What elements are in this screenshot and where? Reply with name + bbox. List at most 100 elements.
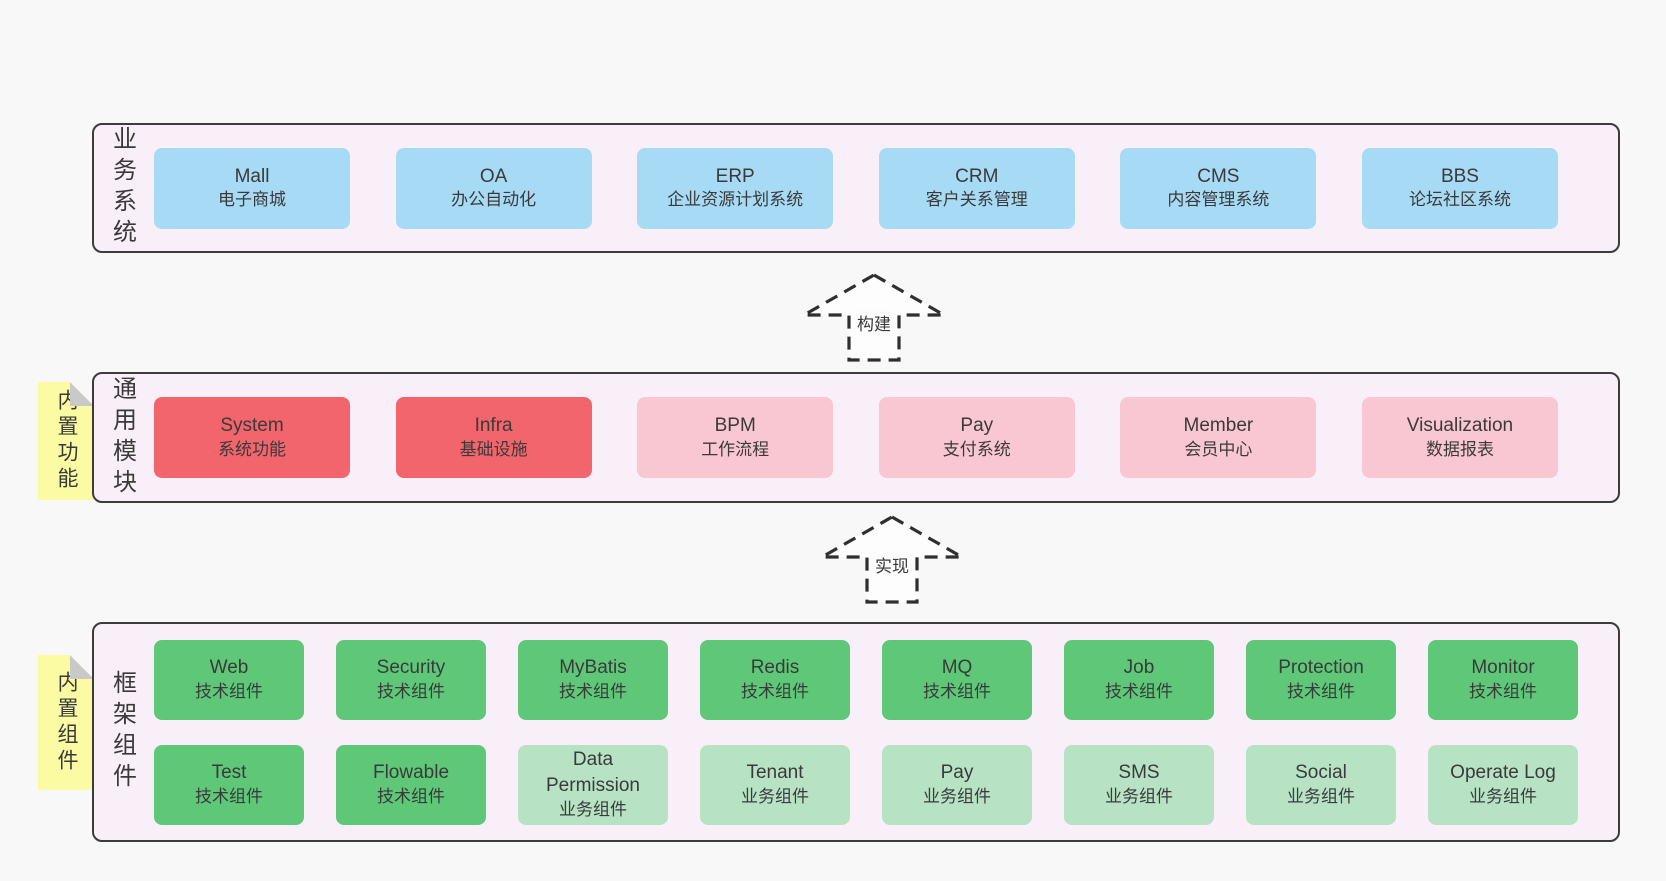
box-subtitle: 会员中心 [1184,439,1253,459]
note-built-in-components-label: 内置组件 [55,670,78,775]
box-protection: Protection 技术组件 [1246,639,1396,720]
box-title: MyBatis [559,657,627,679]
business-systems-row: Mall 电子商城 OA 办公自动化 ERP 企业资源计划系统 CRM 客户关系… [154,147,1558,229]
box-title: MQ [941,657,973,679]
arrow-implement: 实现 [818,515,966,605]
box-subtitle: 企业资源计划系统 [667,190,804,210]
box-pay: Pay 支付系统 [878,397,1075,478]
box-infra: Infra 基础设施 [395,397,592,478]
box-system: System 系统功能 [154,397,350,478]
box-title: Web [209,657,249,679]
box-mq: MQ 技术组件 [882,639,1032,720]
arrow-implement-label: 实现 [871,551,913,578]
box-mall: Mall 电子商城 [154,147,350,229]
box-erp: ERP 企业资源计划系统 [637,147,834,229]
band-framework-components: 框架组件 Web 技术组件 Security 技术组件 MyBatis 技术组件… [92,622,1620,842]
framework-components-row-2: Test 技术组件 Flowable 技术组件 Data Permission … [154,744,1578,825]
folded-corner-icon [70,382,94,406]
box-title: Visualization [1406,415,1514,437]
box-subtitle: 技术组件 [1287,681,1355,701]
box-operate-log: Operate Log 业务组件 [1428,744,1578,825]
box-subtitle: 技术组件 [195,681,263,701]
box-subtitle: 技术组件 [923,681,991,701]
box-subtitle: 系统功能 [218,439,286,459]
box-subtitle: 技术组件 [195,786,263,806]
box-title: ERP [715,165,755,187]
box-test: Test 技术组件 [154,744,304,825]
box-subtitle: 技术组件 [741,681,809,701]
box-subtitle: 数据报表 [1425,439,1494,459]
box-subtitle: 客户关系管理 [925,190,1028,210]
box-title: Social [1295,762,1347,784]
band-business-systems: 业务系统 Mall 电子商城 OA 办公自动化 ERP 企业资源计划系统 CRM… [92,123,1620,253]
box-subtitle: 内容管理系统 [1167,190,1270,210]
box-title: BPM [714,415,756,437]
box-title: System [220,415,284,437]
box-title: SMS [1118,762,1160,784]
box-subtitle: 业务组件 [741,786,809,806]
box-bpm: BPM 工作流程 [637,397,834,478]
band-common-modules: 通用模块 System 系统功能 Infra 基础设施 BPM 工作流程 Pay… [92,372,1620,503]
framework-components-row-1: Web 技术组件 Security 技术组件 MyBatis 技术组件 Redi… [154,639,1578,720]
box-sms: SMS 业务组件 [1064,744,1214,825]
box-title: CMS [1197,165,1240,187]
box-subtitle: 业务组件 [923,786,991,806]
note-built-in-components: 内置组件 [38,655,94,790]
arrow-build: 构建 [800,273,948,363]
box-subtitle: 业务组件 [1105,786,1173,806]
box-title: Data Permission [546,749,640,797]
band-common-modules-label: 通用模块 [108,375,136,500]
box-title: Pay [940,762,974,784]
box-subtitle: 技术组件 [377,681,445,701]
note-built-in-features-label: 内置功能 [55,389,78,493]
box-subtitle: 技术组件 [559,681,627,701]
band-business-systems-label: 业务系统 [108,126,136,250]
box-bbs: BBS 论坛社区系统 [1361,147,1558,229]
box-cms: CMS 内容管理系统 [1120,147,1317,229]
box-subtitle: 论坛社区系统 [1408,190,1511,210]
box-subtitle: 技术组件 [377,786,445,806]
box-monitor: Monitor 技术组件 [1428,639,1578,720]
box-subtitle: 技术组件 [1105,681,1173,701]
box-title: Monitor [1471,657,1535,679]
band-framework-components-label: 框架组件 [108,670,136,794]
box-title: Operate Log [1450,762,1556,784]
box-subtitle: 办公自动化 [451,190,537,210]
box-title: Test [211,762,247,784]
box-flowable: Flowable 技术组件 [336,744,486,825]
box-web: Web 技术组件 [154,639,304,720]
box-pay-business: Pay 业务组件 [882,744,1032,825]
box-subtitle: 业务组件 [1469,786,1537,806]
box-oa: OA 办公自动化 [395,147,592,229]
box-title: Job [1123,657,1155,679]
box-visualization: Visualization 数据报表 [1361,397,1558,478]
box-title: Infra [474,415,513,437]
note-built-in-features: 内置功能 [38,382,94,500]
box-mybatis: MyBatis 技术组件 [518,639,668,720]
box-job: Job 技术组件 [1064,639,1214,720]
arrow-build-label: 构建 [853,309,895,336]
box-subtitle: 基础设施 [459,439,528,459]
folded-corner-icon [70,655,94,679]
box-tenant: Tenant 业务组件 [700,744,850,825]
box-subtitle: 业务组件 [1287,786,1355,806]
box-crm: CRM 客户关系管理 [878,147,1075,229]
box-redis: Redis 技术组件 [700,639,850,720]
box-title: Flowable [372,762,450,784]
box-title: Tenant [746,762,804,784]
box-data-permission: Data Permission 业务组件 [518,744,668,825]
box-social: Social 业务组件 [1246,744,1396,825]
common-modules-row: System 系统功能 Infra 基础设施 BPM 工作流程 Pay 支付系统… [154,397,1558,478]
box-title: CRM [955,165,999,187]
box-subtitle: 技术组件 [1469,681,1537,701]
box-subtitle: 工作流程 [701,439,770,459]
box-subtitle: 支付系统 [942,439,1011,459]
box-subtitle: 电子商城 [218,190,286,210]
box-member: Member 会员中心 [1120,397,1317,478]
box-title: BBS [1440,165,1479,187]
box-title: Redis [750,657,800,679]
box-title: OA [479,165,508,187]
box-security: Security 技术组件 [336,639,486,720]
box-title: Pay [960,415,994,437]
